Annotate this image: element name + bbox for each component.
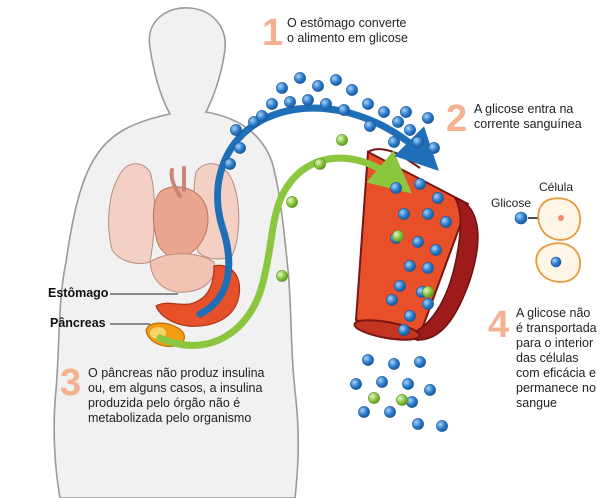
- glucose-dot: [230, 124, 242, 136]
- glucose-dot: [406, 396, 418, 408]
- glucose-dot: [412, 136, 424, 148]
- glucose-dot: [422, 112, 434, 124]
- step-2-number: 2: [446, 98, 468, 140]
- liver: [149, 253, 216, 293]
- glucose-dot: [350, 378, 362, 390]
- glucose-dot: [312, 80, 324, 92]
- glucose-dot: [436, 420, 448, 432]
- glucose-dot: [234, 142, 246, 154]
- glucose-dot: [422, 208, 434, 220]
- glucose-dot: [346, 84, 358, 96]
- glucose-dot: [412, 236, 424, 248]
- insulin-dot: [392, 230, 404, 242]
- insulin-dot: [368, 392, 380, 404]
- glucose-dot: [404, 260, 416, 272]
- legend-glucose-label: Glicose: [491, 196, 532, 210]
- legend-cell-label: Célula: [539, 180, 574, 194]
- insulin-dot: [422, 286, 434, 298]
- pancreas-label: Pâncreas: [50, 316, 106, 330]
- glucose-dot: [398, 324, 410, 336]
- glucose-dot: [384, 406, 396, 418]
- glucose-dot: [294, 72, 306, 84]
- insulin-dot: [286, 196, 298, 208]
- glucose-dot: [284, 96, 296, 108]
- glucose-dot: [422, 262, 434, 274]
- glucose-dot: [412, 418, 424, 430]
- glucose-dot: [376, 376, 388, 388]
- glucose-dot: [362, 354, 374, 366]
- glucose-dot: [248, 116, 260, 128]
- step-2-text: A glicose entra na corrente sanguínea: [474, 102, 582, 131]
- glucose-dot: [404, 310, 416, 322]
- cell-nucleus: [558, 215, 564, 221]
- step-4-text: A glicose não é transportada para o inte…: [516, 306, 597, 410]
- glucose-dot: [430, 244, 442, 256]
- step-3-text: O pâncreas não produz insulina ou, em al…: [88, 366, 265, 425]
- glucose-dot: [394, 280, 406, 292]
- legend-glucose-dot: [514, 211, 528, 225]
- glucose-dot: [388, 136, 400, 148]
- green-arrow: [156, 150, 413, 349]
- glucose-dot: [338, 104, 350, 116]
- step-3-number: 3: [60, 362, 82, 404]
- insulin-dot: [396, 394, 408, 406]
- glucose-dot: [392, 116, 404, 128]
- step-1-text: O estômago converte o alimento em glicos…: [287, 16, 408, 45]
- insulin-dots: [276, 134, 434, 406]
- glucose-dot: [330, 74, 342, 86]
- glucose-dot: [224, 158, 236, 170]
- glucose-dot: [378, 106, 390, 118]
- insulin-dot: [314, 158, 326, 170]
- glucose-dot: [386, 294, 398, 306]
- glucose-dot: [276, 82, 288, 94]
- glucose-dot: [422, 298, 434, 310]
- glucose-dot: [388, 358, 400, 370]
- glucose-dot: [404, 124, 416, 136]
- glucose-dot: [390, 182, 402, 194]
- glucose-dot: [428, 142, 440, 154]
- glucose-dot: [402, 378, 414, 390]
- legend-graphic: [514, 197, 581, 283]
- glucose-dot: [414, 178, 426, 190]
- aorta: [169, 166, 186, 198]
- glucose-dot: [400, 106, 412, 118]
- step-1-number: 1: [262, 12, 284, 54]
- step-4-number: 4: [488, 304, 510, 346]
- glucose-dot: [424, 384, 436, 396]
- glucose-dot: [320, 98, 332, 110]
- glucose-dot: [398, 208, 410, 220]
- glucose-dot: [302, 94, 314, 106]
- glucose-dot: [364, 120, 376, 132]
- glucose-dots: [224, 72, 452, 432]
- glucose-dot: [256, 110, 268, 122]
- cell-glucose-dot: [550, 256, 562, 268]
- insulin-dot: [336, 134, 348, 146]
- glucose-dot: [362, 98, 374, 110]
- glucose-dot: [414, 356, 426, 368]
- glucose-dot: [358, 406, 370, 418]
- glucose-dot: [432, 192, 444, 204]
- stomach-label: Estômago: [48, 286, 109, 300]
- insulin-dot: [276, 270, 288, 282]
- stomach-organ: [155, 264, 241, 327]
- glucose-dot: [440, 216, 452, 228]
- blue-arrow: [196, 104, 439, 318]
- glucose-dot: [266, 98, 278, 110]
